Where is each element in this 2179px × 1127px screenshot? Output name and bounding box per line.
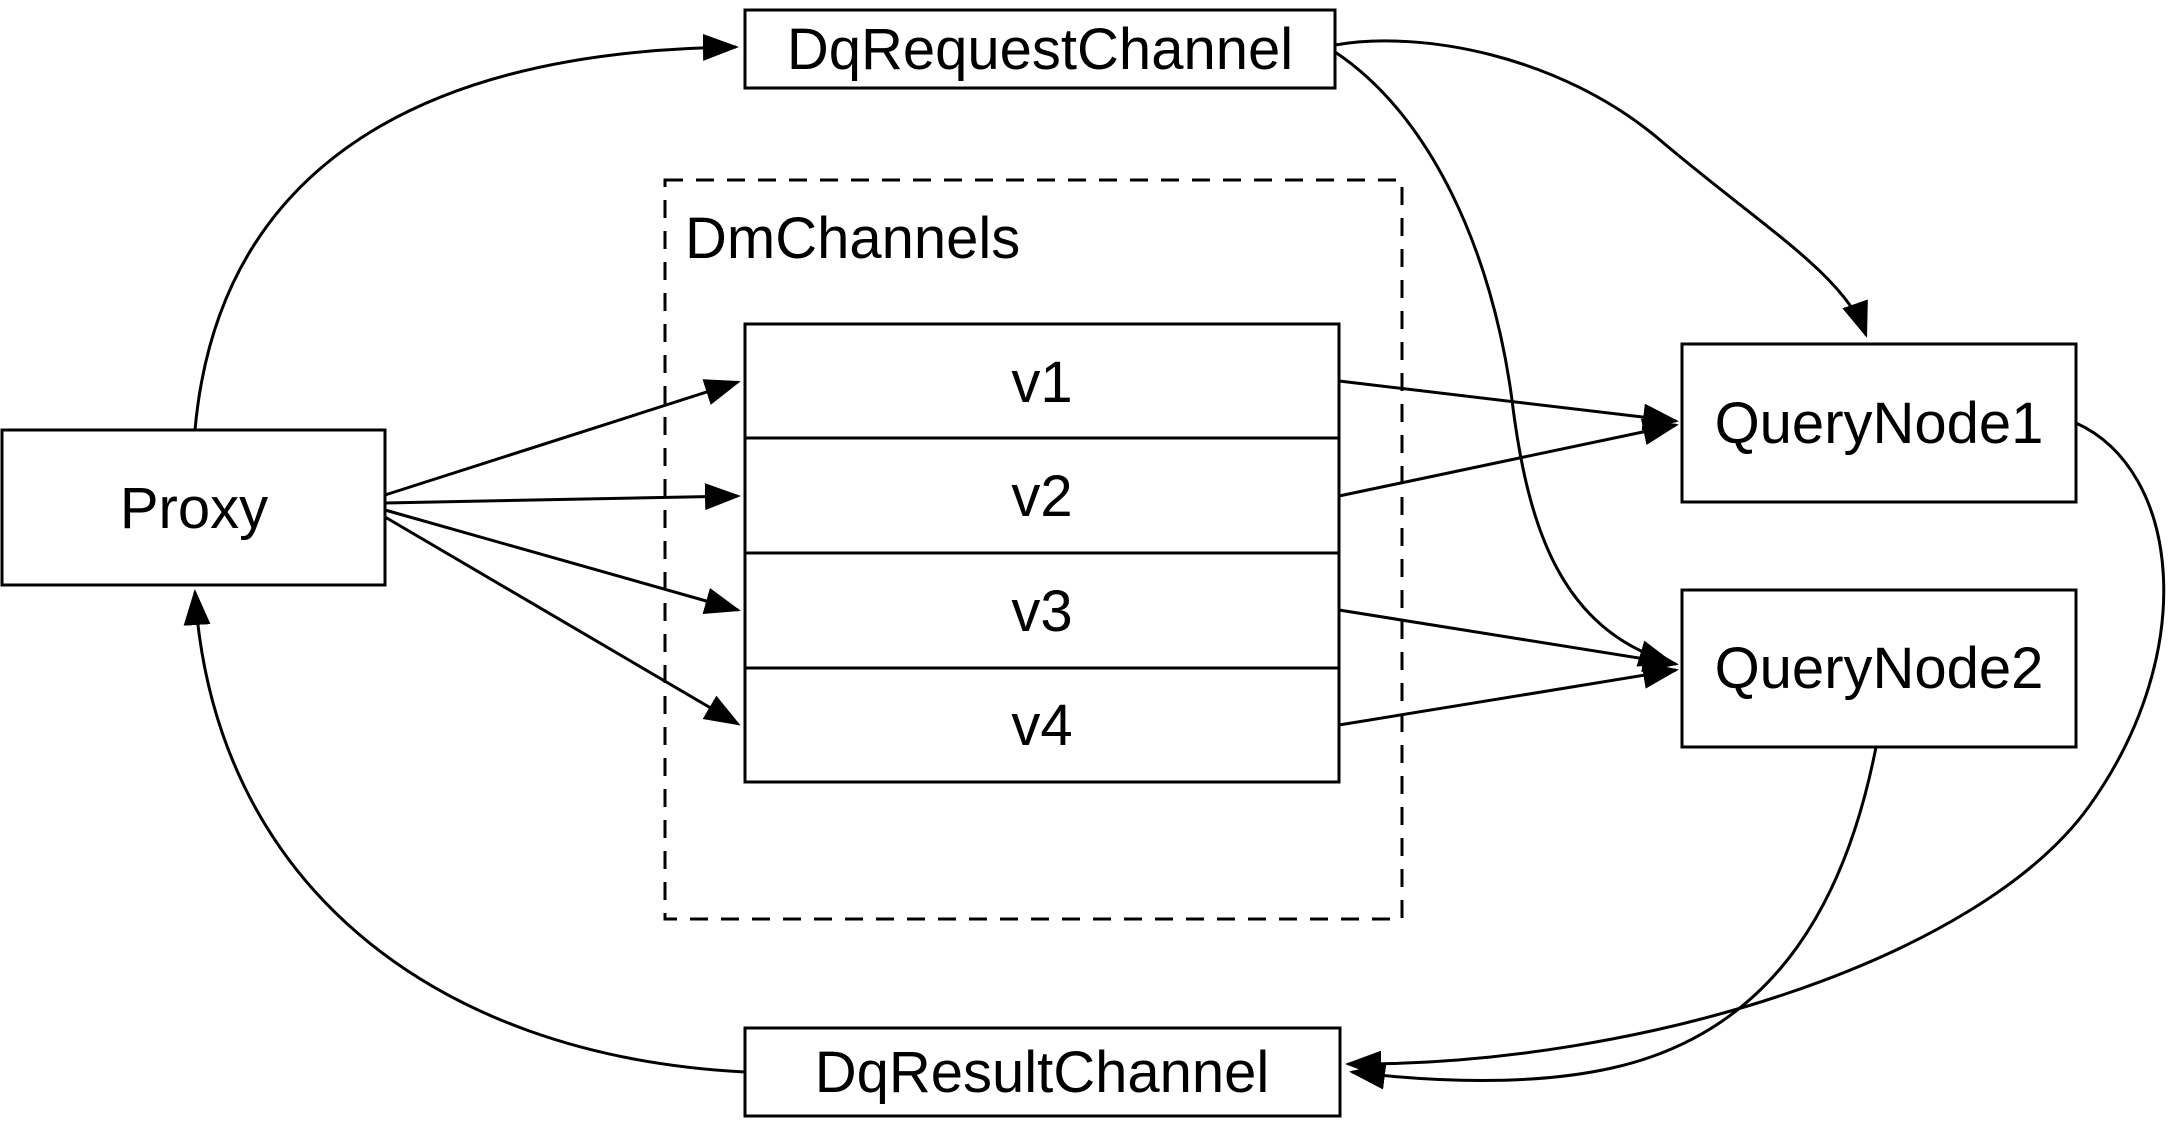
edge-querynode2-to-dqresultchannel	[1349, 746, 1878, 1090]
edge-v3-to-querynode2	[1338, 608, 1679, 673]
querynode2-label: QueryNode2	[1715, 636, 2044, 701]
channel-row-v3-label: v3	[1011, 579, 1072, 644]
proxy-box	[0, 428, 387, 587]
dmchannels-container-box	[663, 178, 1404, 921]
querynode2-box	[1680, 588, 2078, 749]
edges-layer	[183, 33, 2166, 1090]
querynode1-label: QueryNode1	[1715, 391, 2044, 456]
querynode1-box	[1680, 342, 2078, 504]
node-querynode2: QueryNode2	[1680, 588, 2078, 749]
edge-proxy-to-v3	[384, 508, 741, 614]
dqresultchannel-box	[743, 1026, 1342, 1118]
edge-proxy-to-v1	[384, 379, 741, 497]
dqrequestchannel-box	[743, 8, 1337, 90]
node-dqresultchannel: DqResultChannel	[743, 1026, 1342, 1118]
channel-row-v1-label: v1	[1011, 350, 1072, 415]
node-dqrequestchannel: DqRequestChannel	[743, 8, 1337, 90]
channel-table: v1 v2 v3 v4	[743, 322, 1341, 784]
proxy-label: Proxy	[120, 476, 268, 541]
edge-dqrequestchannel-to-querynode1	[1334, 39, 1868, 338]
channel-row-v4-label: v4	[1011, 693, 1072, 758]
nodes-layer: DmChannels v1 v2 v3 v4 Proxy DqRequestCh…	[0, 8, 2078, 1118]
edge-dqrequestchannel-to-querynode2	[1334, 50, 1675, 667]
edge-v2-to-querynode1	[1338, 418, 1679, 498]
edge-proxy-to-v2	[384, 483, 741, 511]
dqresultchannel-label: DqResultChannel	[815, 1040, 1270, 1105]
node-proxy: Proxy	[0, 428, 387, 587]
dmchannels-label: DmChannels	[685, 206, 1020, 271]
edge-v1-to-querynode1	[1338, 379, 1679, 431]
edge-dqresultchannel-to-proxy	[183, 589, 746, 1074]
node-querynode1: QueryNode1	[1680, 342, 2078, 504]
edge-querynode1-to-dqresultchannel	[1345, 421, 2166, 1078]
edge-v4-to-querynode2	[1338, 661, 1679, 727]
channel-row-v2-label: v2	[1011, 464, 1072, 529]
edge-proxy-to-dqrequestchannel	[193, 33, 739, 431]
dqrequestchannel-label: DqRequestChannel	[787, 17, 1293, 82]
group-dmchannels: DmChannels v1 v2 v3 v4	[663, 178, 1404, 921]
edge-proxy-to-v4	[384, 515, 741, 726]
